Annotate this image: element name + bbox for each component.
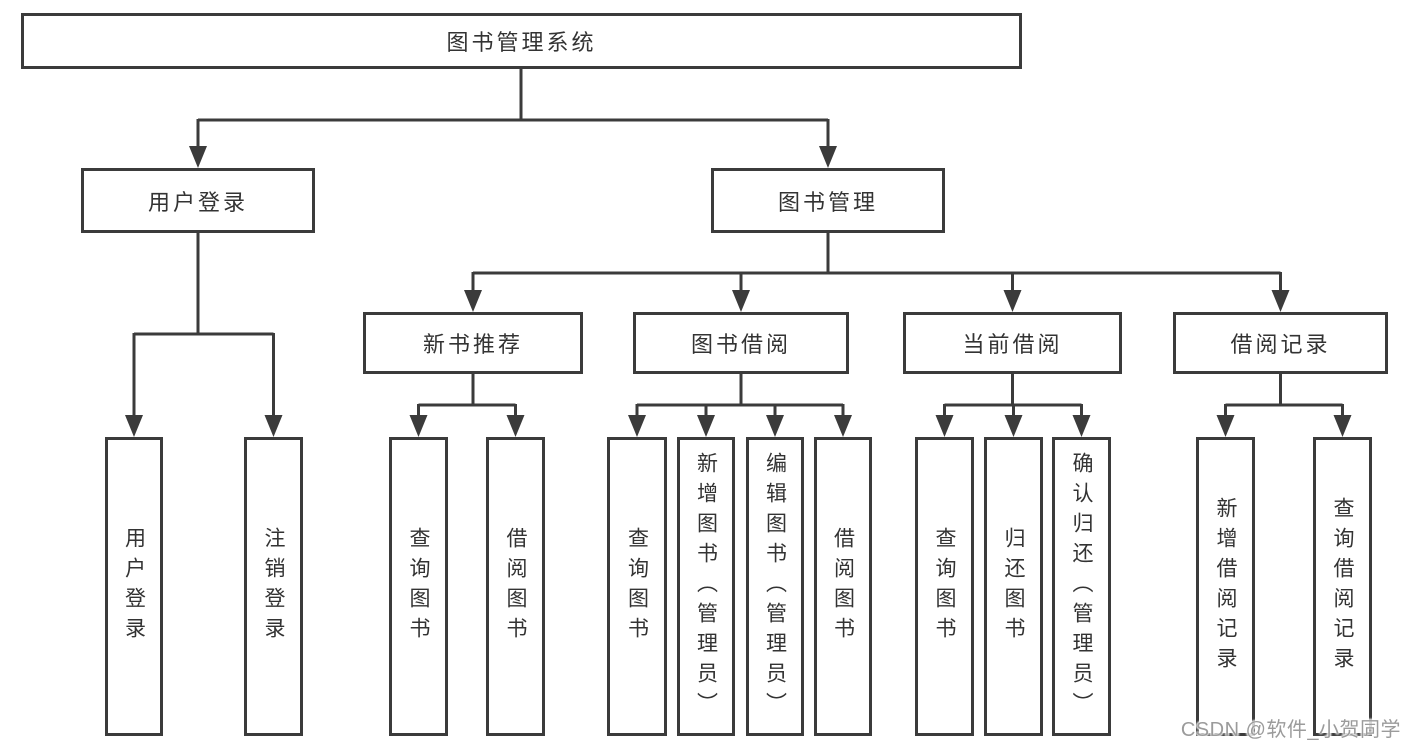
node-label: 用户登录 (147, 189, 248, 215)
connector-new-book-to-leaves (417, 374, 517, 419)
node-label: 注销登录 (262, 526, 285, 647)
node-label: 编辑图书（管理员） (763, 451, 787, 722)
leaf-user-login: 用户登录 (105, 437, 163, 736)
leaf-return-books: 归还图书 (984, 437, 1043, 736)
node-label: 图书管理系统 (446, 30, 597, 55)
connector-borrow-records-to-leaves (1224, 374, 1344, 419)
node-label: 查询图书 (625, 526, 649, 647)
leaf-query-borrow-record: 查询借阅记录 (1313, 437, 1372, 736)
node-label: 查询图书 (933, 526, 956, 647)
node-label: 新书推荐 (422, 332, 523, 357)
connector-book-management-to-level3 (471, 233, 1282, 294)
node-label: 图书借阅 (690, 332, 791, 357)
node-label: 当前借阅 (962, 332, 1063, 357)
node-current-borrowing: 当前借阅 (903, 312, 1122, 374)
leaf-query-books-recommend: 查询图书 (389, 437, 448, 736)
leaf-borrow-books-recommend: 借阅图书 (486, 437, 545, 736)
leaf-logout: 注销登录 (244, 437, 303, 736)
leaf-add-book-admin: 新增图书（管理员） (677, 437, 735, 736)
connector-user-login-to-leaves (132, 233, 275, 419)
node-label: 归还图书 (1002, 526, 1025, 647)
node-label: 借阅图书 (831, 526, 855, 647)
leaf-borrow-books-borrowing: 借阅图书 (814, 437, 872, 736)
node-label: 用户登录 (122, 526, 146, 647)
node-user-login: 用户登录 (81, 168, 315, 233)
leaf-query-books-current: 查询图书 (915, 437, 974, 736)
node-root-library-system: 图书管理系统 (21, 13, 1022, 69)
node-label: 查询借阅记录 (1331, 496, 1354, 677)
arrowheads (125, 146, 1352, 437)
node-label: 图书管理 (777, 189, 878, 215)
leaf-query-books-borrowing: 查询图书 (607, 437, 667, 736)
node-borrow-records: 借阅记录 (1173, 312, 1388, 374)
leaf-edit-book-admin: 编辑图书（管理员） (746, 437, 804, 736)
node-label: 借阅图书 (504, 526, 527, 647)
node-label: 查询图书 (407, 526, 430, 647)
node-label: 新增图书（管理员） (694, 451, 718, 722)
node-book-borrowing: 图书借阅 (633, 312, 849, 374)
node-label: 借阅记录 (1230, 332, 1331, 357)
leaf-add-borrow-record: 新增借阅记录 (1196, 437, 1255, 736)
connector-current-borrow-to-leaves (943, 374, 1083, 419)
node-book-management: 图书管理 (711, 168, 945, 233)
connector-book-borrow-to-leaves (635, 374, 845, 419)
watermark: CSDN @软件_小贺同学 (1180, 719, 1401, 741)
node-label: 新增借阅记录 (1214, 496, 1237, 677)
connector-root-to-level2 (196, 69, 830, 150)
node-new-book-recommend: 新书推荐 (363, 312, 583, 374)
leaf-confirm-return-admin: 确认归还（管理员） (1052, 437, 1111, 736)
node-label: 确认归还（管理员） (1070, 451, 1093, 722)
